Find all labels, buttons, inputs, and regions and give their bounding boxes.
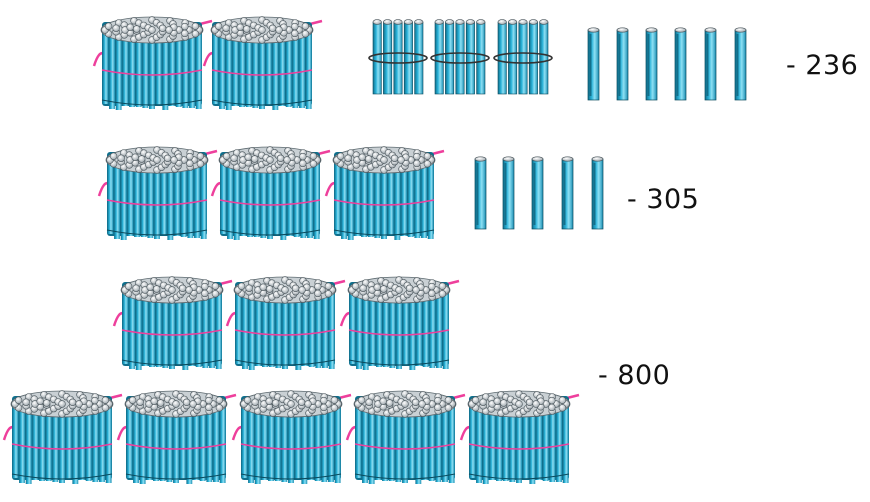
row-3-label: - 800 [598, 360, 671, 391]
row-2-label: - 305 [627, 184, 700, 215]
hundred-bundle-icon [97, 146, 218, 240]
hundreds-group-row-1 [92, 16, 323, 110]
hundred-bundle-icon [112, 276, 233, 370]
single-stick-icon [474, 156, 487, 230]
single-stick-icon [674, 27, 687, 101]
hundred-bundle-icon [2, 390, 123, 484]
row-1-label: - 236 [786, 50, 859, 81]
hundred-bundle-icon [210, 146, 331, 240]
ones-group-row-2 [474, 156, 604, 230]
ten-bundle-icon [368, 19, 428, 95]
hundred-bundle-icon [231, 390, 352, 484]
row-1 [92, 16, 747, 110]
tens-group-row-1 [368, 19, 553, 95]
single-stick-icon [531, 156, 544, 230]
ones-group-row-1 [587, 27, 747, 101]
single-stick-icon [645, 27, 658, 101]
hundred-bundle-icon [116, 390, 237, 484]
single-stick-icon [502, 156, 515, 230]
single-stick-icon [734, 27, 747, 101]
hundred-bundle-icon [345, 390, 466, 484]
row-2 [97, 146, 604, 240]
single-stick-icon [587, 27, 600, 101]
ten-bundle-icon [493, 19, 553, 95]
hundred-bundle-icon [324, 146, 445, 240]
single-stick-icon [591, 156, 604, 230]
hundred-bundle-icon [339, 276, 460, 370]
hundred-bundle-icon [202, 16, 323, 110]
hundred-bundle-icon [459, 390, 580, 484]
hundred-bundle-icon [225, 276, 346, 370]
row-3 [2, 276, 580, 484]
hundreds-group-row-3 [2, 276, 580, 484]
hundreds-group-row-2 [97, 146, 445, 240]
single-stick-icon [704, 27, 717, 101]
hundred-bundle-icon [92, 16, 213, 110]
single-stick-icon [616, 27, 629, 101]
ten-bundle-icon [430, 19, 490, 95]
single-stick-icon [561, 156, 574, 230]
